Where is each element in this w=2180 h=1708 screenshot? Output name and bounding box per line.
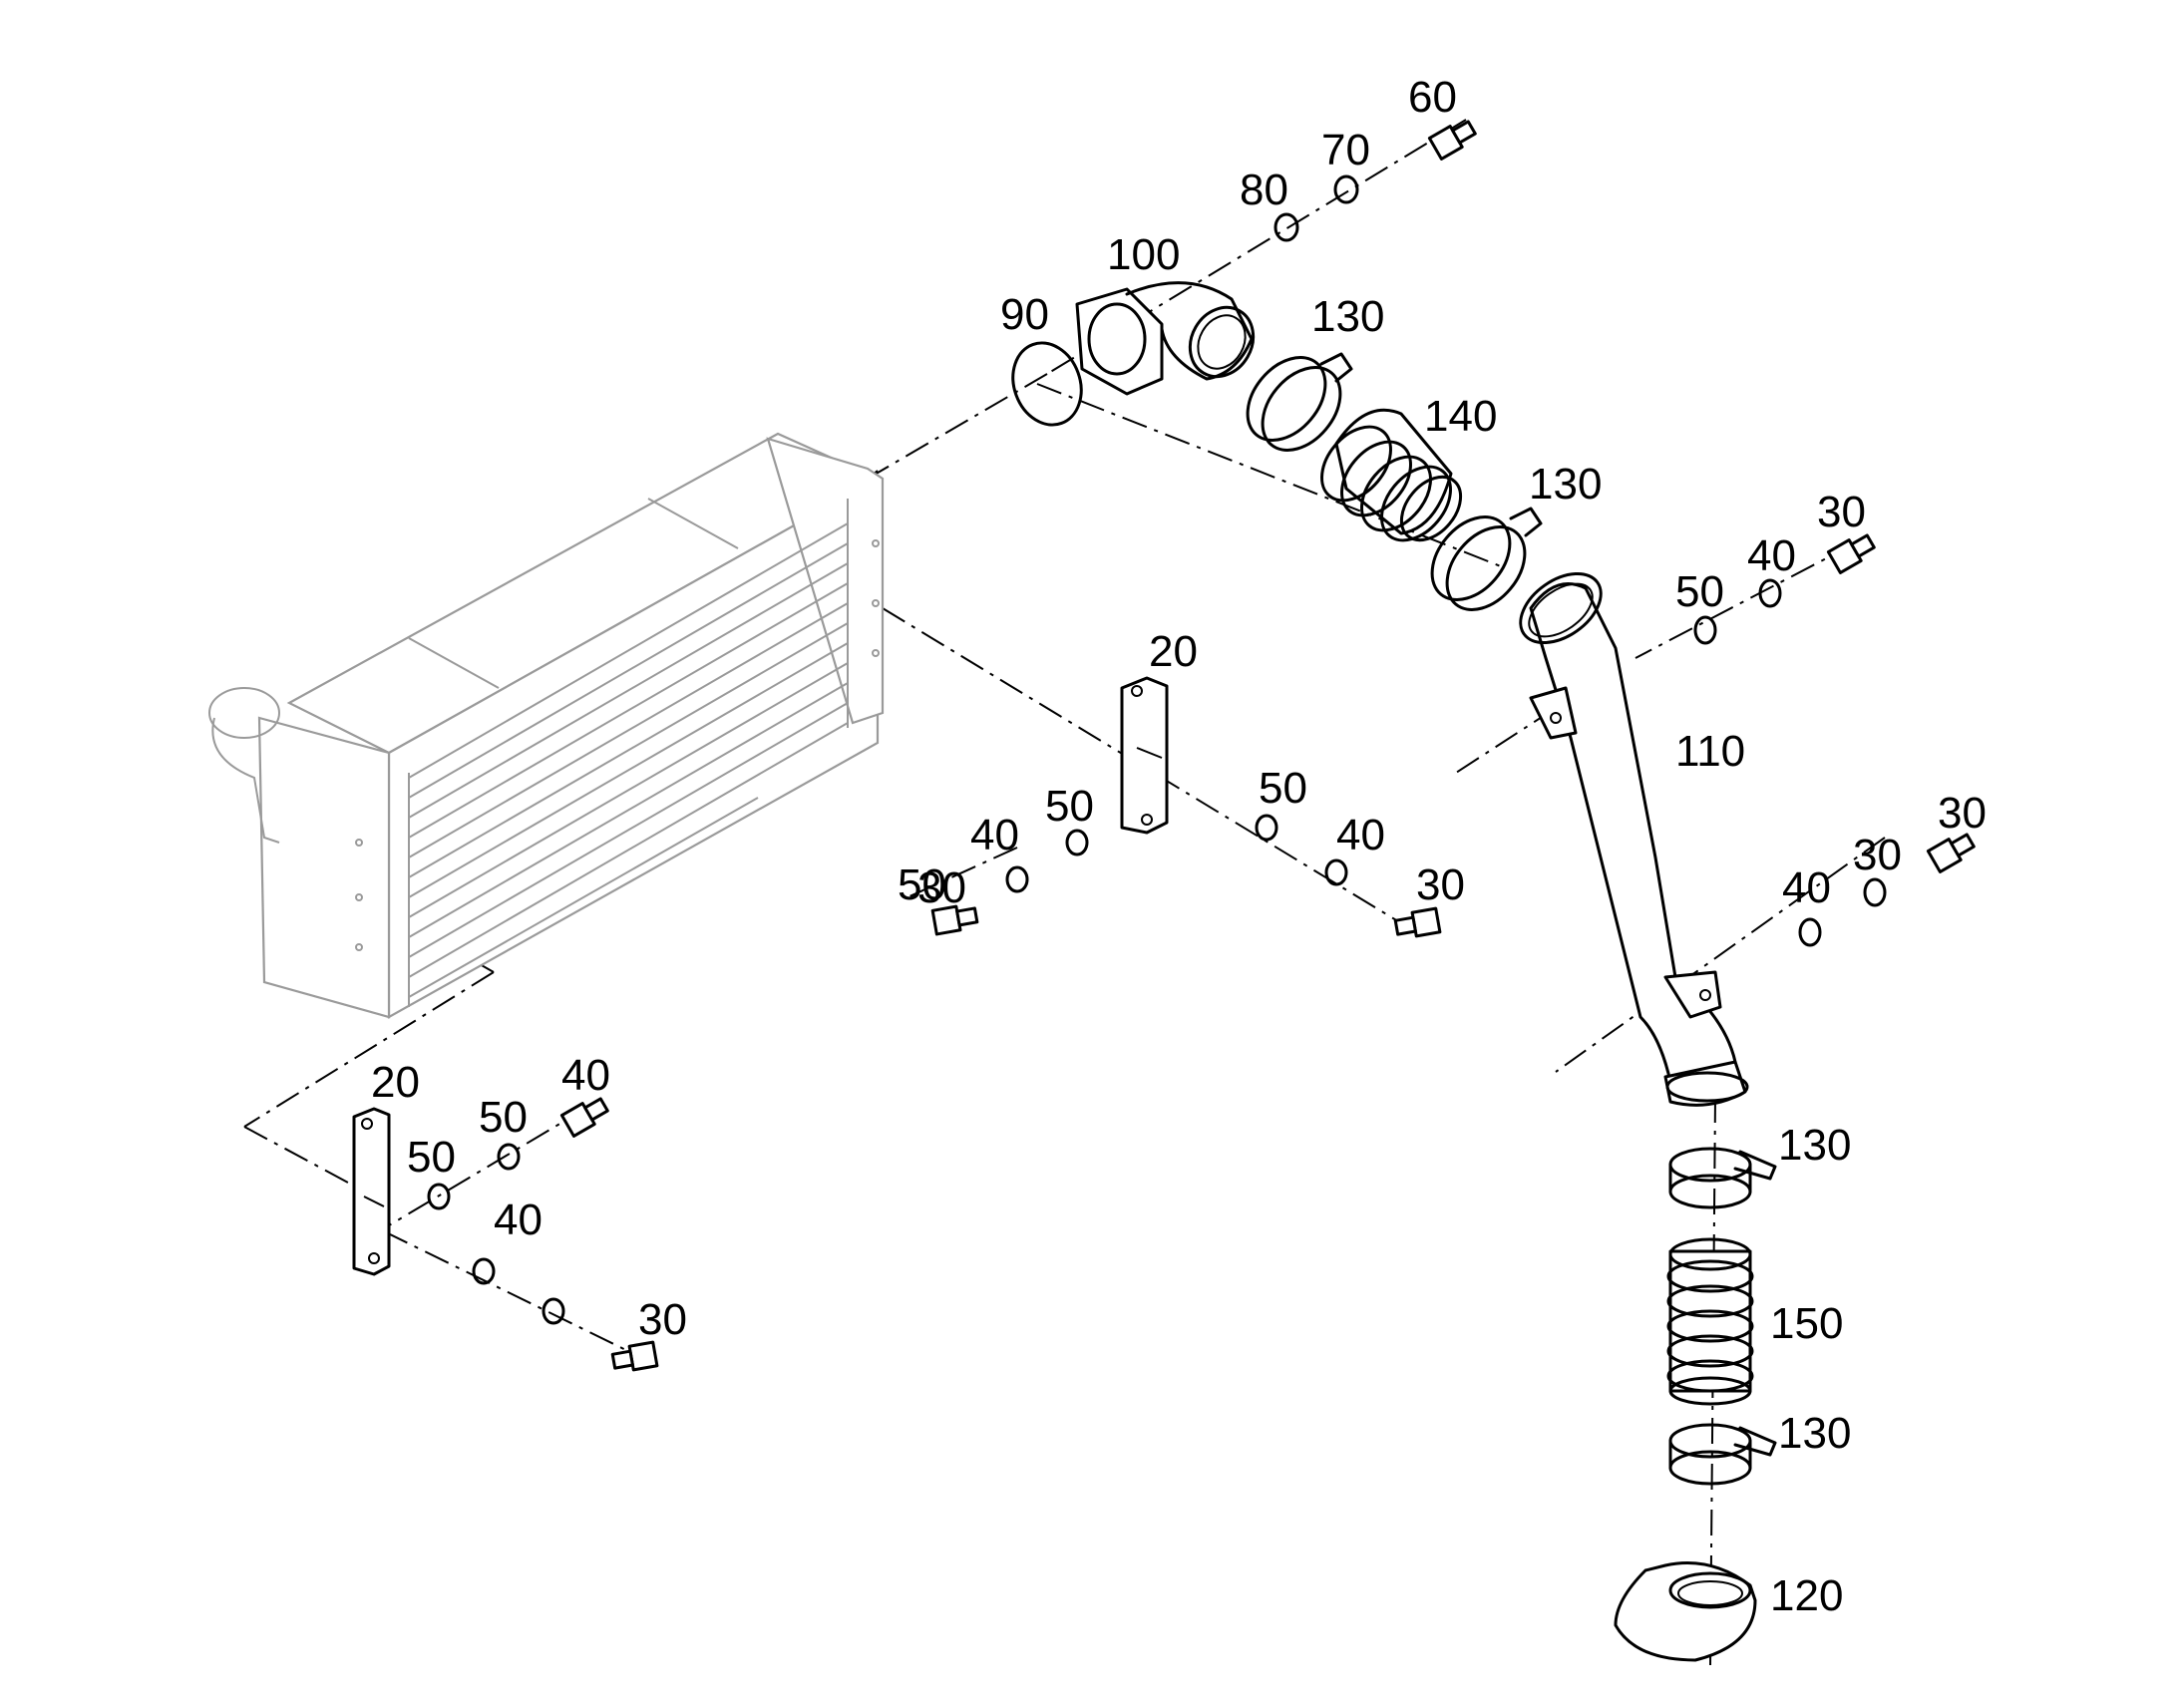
label-140: 140 (1424, 392, 1497, 441)
label-150: 150 (1770, 1299, 1843, 1348)
position-labels: 60 70 80 100 90 130 140 130 30 40 50 20 … (371, 73, 1987, 1620)
bracket-20-middle (1120, 676, 1169, 835)
label-20: 20 (371, 1058, 420, 1107)
bolt-30-e (559, 1097, 609, 1138)
clamp-130-upper-2 (1430, 507, 1543, 611)
label-50: 50 (1045, 782, 1094, 831)
label-120: 120 (1770, 1571, 1843, 1620)
label-40: 40 (970, 811, 1019, 859)
label-30: 30 (1817, 488, 1866, 536)
label-40: 40 (561, 1051, 610, 1100)
clamp-130-lower-2 (1668, 1423, 1777, 1486)
label-130: 130 (1778, 1409, 1851, 1458)
inlet-hood-120 (1614, 1561, 1757, 1662)
washers (427, 174, 1887, 1325)
label-30: 30 (1853, 831, 1902, 879)
label-50: 50 (479, 1093, 528, 1142)
label-30: 30 (1938, 789, 1987, 838)
clamp-130-lower-1 (1668, 1147, 1777, 1209)
o-ring-90 (1011, 341, 1083, 427)
bolt-30-d (1926, 833, 1976, 873)
label-20: 20 (1149, 627, 1198, 676)
label-30: 30 (1416, 860, 1465, 909)
bolts-30 (559, 120, 1976, 1372)
label-130: 130 (1311, 292, 1384, 341)
label-60: 60 (1408, 73, 1457, 122)
label-40: 40 (494, 1196, 543, 1244)
label-40: 40 (1747, 531, 1796, 580)
clamp-130-upper-1 (1246, 352, 1353, 452)
label-50: 50 (407, 1133, 456, 1182)
bolt-30-a (1826, 533, 1876, 574)
label-50: 50 (898, 860, 946, 909)
label-130: 130 (1529, 460, 1602, 509)
pipe-110 (1519, 571, 1749, 1107)
label-80: 80 (1240, 166, 1288, 214)
label-40: 40 (1336, 811, 1385, 859)
label-70: 70 (1321, 126, 1370, 174)
label-30: 30 (917, 863, 966, 912)
bolt-30-c (1393, 906, 1442, 938)
bracket-20-lower (352, 1107, 391, 1276)
elbow-100 (1075, 281, 1256, 396)
hose-140 (1320, 408, 1463, 542)
intercooler-radiator (208, 432, 885, 1019)
bolt-60 (1427, 120, 1477, 161)
label-50: 50 (1259, 764, 1307, 813)
label-90: 90 (1000, 290, 1049, 339)
label-100: 100 (1107, 230, 1180, 279)
label-40: 40 (1782, 863, 1831, 912)
bolt-30-f (610, 1340, 659, 1372)
label-50: 50 (1675, 567, 1724, 616)
label-130: 130 (1778, 1121, 1851, 1170)
label-110: 110 (1675, 727, 1745, 776)
label-30: 30 (638, 1295, 687, 1344)
bellows-150 (1666, 1237, 1754, 1406)
bolt-30-b (930, 904, 979, 936)
